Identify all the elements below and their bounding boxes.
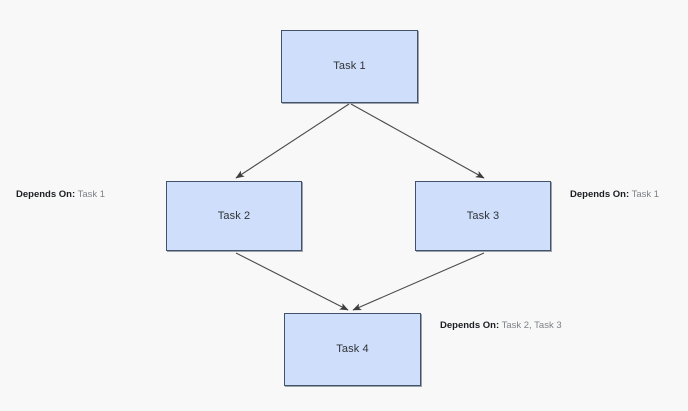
depends-on-task2: Depends On: Task 1	[16, 190, 105, 200]
node-task3-label: Task 3	[466, 209, 500, 222]
node-task4-label: Task 4	[336, 343, 369, 355]
depends-on-task3: Depends On: Task 1	[570, 190, 659, 200]
depends-on-task2-value: Task 1	[77, 189, 106, 200]
depends-on-task4-key: Depends On:	[440, 320, 500, 331]
node-task1[interactable]: Task 1	[281, 30, 418, 103]
edge-task2-task4	[235, 252, 349, 311]
depends-on-task3-value: Task 1	[631, 189, 660, 200]
depends-on-task2-key: Depends On:	[16, 189, 76, 200]
depends-on-task4: Depends On: Task 2, Task 3	[440, 321, 562, 331]
node-task3[interactable]: Task 3	[415, 181, 551, 251]
node-task2[interactable]: Task 2	[166, 181, 302, 251]
edge-task1-task2	[235, 103, 350, 179]
node-task4[interactable]: Task 4	[284, 313, 421, 386]
node-task2-label: Task 2	[217, 209, 251, 222]
depends-on-task3-key: Depends On:	[570, 189, 630, 200]
edge-task3-task4	[352, 252, 485, 311]
edge-task1-task3	[350, 103, 485, 179]
node-task1-label: Task 1	[333, 60, 366, 72]
depends-on-task4-value: Task 2, Task 3	[501, 320, 562, 331]
